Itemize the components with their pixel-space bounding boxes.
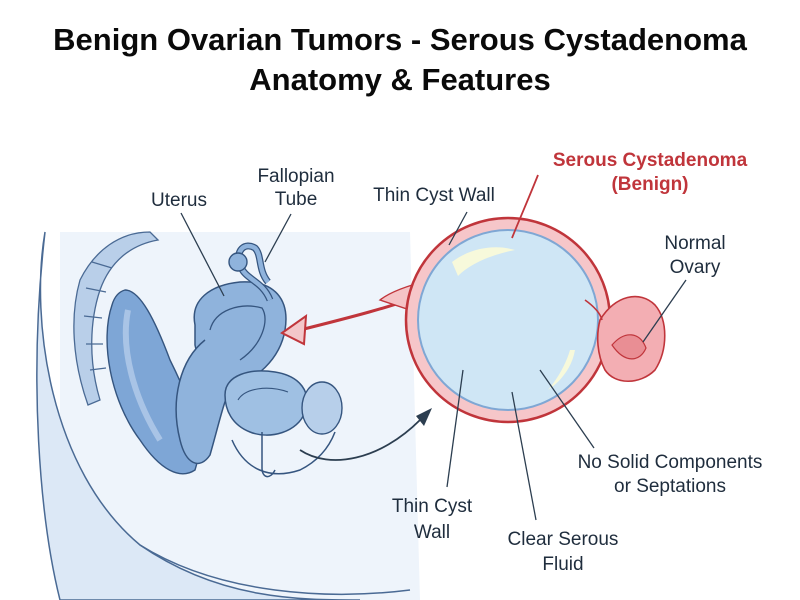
leader-lines	[180, 174, 687, 521]
label-no-solid-line2: or Septations	[614, 476, 726, 497]
label-benign: (Benign)	[611, 174, 688, 195]
label-normal-line1: Normal	[664, 233, 725, 254]
label-thin-cyst-wall-bottom-line1: Thin Cyst	[392, 496, 473, 517]
uterus	[175, 281, 287, 465]
sacrum	[73, 231, 160, 406]
label-serous-cystadenoma: Serous Cystadenoma	[553, 150, 748, 171]
label-fallopian-line1: Fallopian	[257, 166, 334, 187]
label-clear-serous-line1: Clear Serous	[508, 529, 619, 550]
label-no-solid-line1: No Solid Components	[578, 452, 763, 473]
fallopian-tube	[228, 242, 274, 302]
normal-ovary	[584, 295, 666, 382]
bladder	[224, 370, 308, 478]
serous-cyst	[378, 216, 612, 424]
label-uterus: Uterus	[151, 190, 207, 211]
title-line-1: Benign Ovarian Tumors - Serous Cystadeno…	[53, 22, 747, 57]
vaginal-canal	[231, 431, 336, 475]
label-clear-serous-line2: Fluid	[542, 554, 583, 575]
label-thin-cyst-wall-bottom-line2: Wall	[414, 522, 450, 543]
label-thin-cyst-wall-top: Thin Cyst Wall	[373, 185, 495, 206]
label-normal-line2: Ovary	[670, 257, 721, 278]
pelvic-ovary	[301, 381, 343, 435]
label-fallopian-line2: Tube	[275, 189, 318, 210]
title-line-2: Anatomy & Features	[249, 62, 551, 97]
location-arrow	[299, 408, 432, 461]
